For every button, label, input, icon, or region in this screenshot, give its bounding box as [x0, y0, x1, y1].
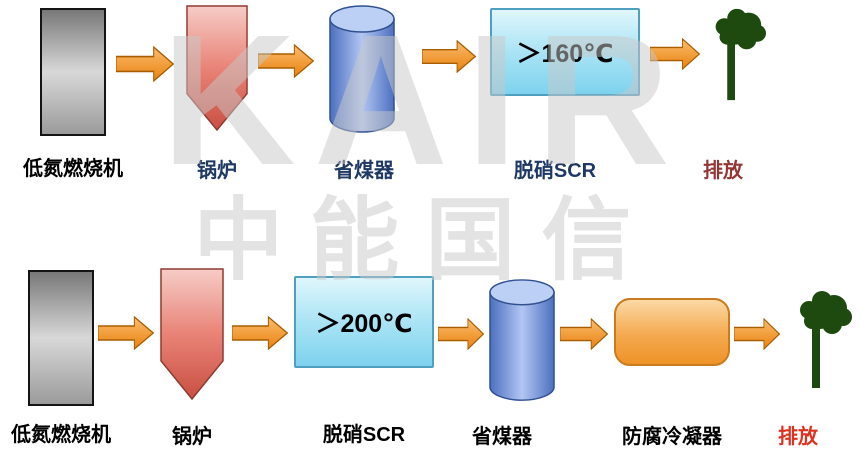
emission-label-row1: 排放 — [703, 160, 743, 182]
economizer-cylinder-row2 — [488, 278, 556, 404]
scr-temp-row1: ＞160℃ — [516, 40, 614, 68]
boiler-label-row2: 锅炉 — [172, 426, 212, 448]
burner-label-row1: 低氮燃烧机 — [23, 158, 123, 180]
flow-arrow-icon — [438, 318, 484, 350]
boiler-pentagon-row2 — [160, 268, 224, 400]
watermark-company: 中能国信 — [193, 191, 658, 291]
boiler-pentagon-row1 — [186, 5, 248, 131]
scr-box-row1: ＞160℃ — [490, 8, 640, 96]
flow-arrow-icon — [560, 318, 608, 350]
emission-label-row2: 排放 — [778, 426, 818, 448]
flow-arrow-icon — [422, 40, 476, 73]
economizer-label-row1: 省煤器 — [334, 160, 394, 182]
burner-box-row1 — [40, 8, 106, 136]
flow-arrow-icon — [98, 316, 154, 350]
burner-label-row2: 低氮燃烧机 — [11, 424, 111, 446]
emission-stack-icon-row2 — [788, 288, 852, 390]
flow-arrow-icon — [116, 46, 174, 82]
condenser-box-row2 — [614, 298, 730, 366]
flow-arrow-icon — [734, 318, 780, 350]
scr-label-row2: 脱硝SCR — [322, 424, 406, 446]
condenser-label-row2: 防腐冷凝器 — [622, 426, 722, 448]
flow-arrow-icon — [650, 38, 700, 70]
boiler-label-row1: 锅炉 — [197, 160, 237, 182]
scr-box-row2: ＞200℃ — [294, 276, 434, 368]
emission-stack-icon-row1 — [704, 6, 766, 102]
burner-box-row2 — [28, 270, 94, 406]
scr-temp-row2: ＞200℃ — [315, 310, 413, 338]
scr-label-row1: 脱硝SCR — [513, 160, 597, 182]
economizer-cylinder-row1 — [328, 4, 396, 136]
flow-arrow-icon — [232, 316, 288, 350]
economizer-label-row2: 省煤器 — [472, 426, 532, 448]
flow-arrow-icon — [258, 44, 314, 78]
